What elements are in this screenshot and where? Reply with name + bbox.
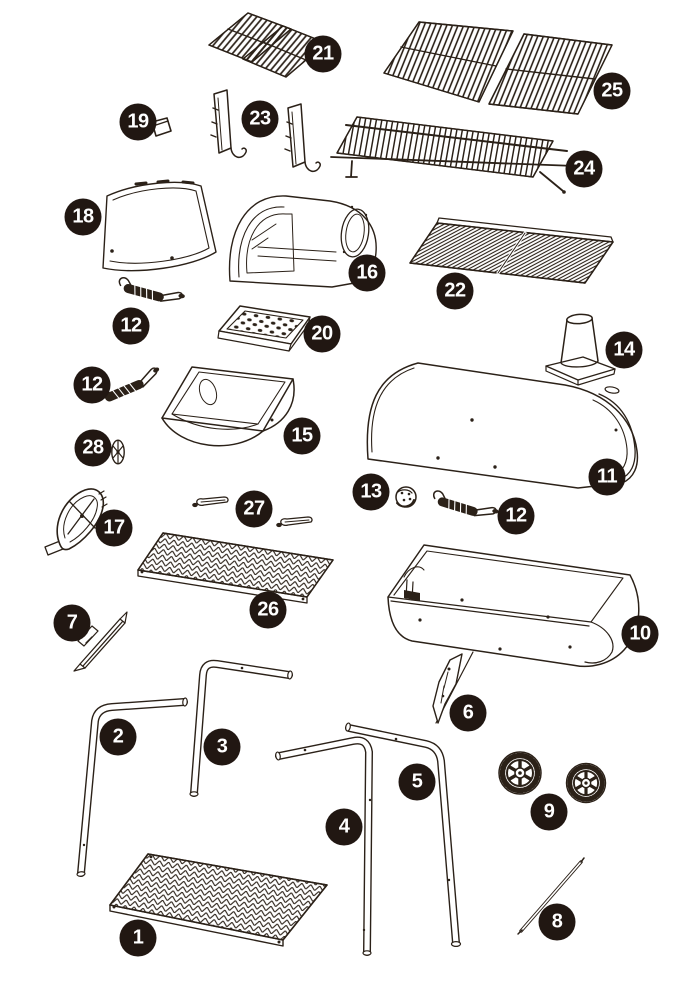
part-callout-12: 12 bbox=[497, 497, 535, 535]
part-callout-18: 18 bbox=[64, 198, 102, 236]
part-26-side-shelf bbox=[137, 532, 334, 604]
part-20-ash-tray bbox=[217, 305, 311, 352]
part-callout-17: 17 bbox=[95, 509, 133, 547]
part-callout-8: 8 bbox=[538, 903, 576, 941]
part-callout-27: 27 bbox=[235, 490, 273, 528]
part-2-leg bbox=[76, 697, 188, 877]
part-11-barrel-lid bbox=[366, 362, 639, 489]
part-callout-11: 11 bbox=[588, 458, 626, 496]
part-callout-12: 12 bbox=[112, 307, 150, 345]
part-callout-7: 7 bbox=[53, 604, 91, 642]
part-callout-10: 10 bbox=[621, 615, 659, 653]
part-callout-4: 4 bbox=[325, 808, 363, 846]
part-7-angle-bracket bbox=[73, 611, 128, 672]
part-callout-13: 13 bbox=[352, 473, 390, 511]
part-1-bottom-shelf bbox=[109, 853, 328, 947]
part-14-chimney bbox=[545, 313, 616, 386]
part-callout-3: 3 bbox=[203, 728, 241, 766]
part-callout-25: 25 bbox=[593, 72, 631, 110]
part-callout-16: 16 bbox=[348, 254, 386, 292]
part-18-firebox-lid bbox=[102, 179, 217, 272]
part-15-charcoal-pan bbox=[161, 366, 295, 447]
part-6-support-bracket bbox=[432, 651, 474, 724]
part-callout-5: 5 bbox=[398, 763, 436, 801]
part-3-leg bbox=[189, 659, 293, 797]
part-callout-20: 20 bbox=[303, 315, 341, 353]
part-12-spring-handle-c bbox=[431, 490, 500, 521]
part-callout-6: 6 bbox=[449, 694, 487, 732]
part-callout-19: 19 bbox=[119, 103, 157, 141]
part-12-spring-handle-a bbox=[117, 277, 186, 306]
part-17-side-damper bbox=[44, 488, 108, 556]
part-callout-15: 15 bbox=[283, 417, 321, 455]
part-4-leg bbox=[275, 736, 373, 956]
part-16-firebox-body bbox=[228, 195, 377, 288]
part-callout-2: 2 bbox=[99, 718, 137, 756]
part-10-barrel-body bbox=[387, 544, 640, 668]
part-callout-12: 12 bbox=[73, 366, 111, 404]
part-5-leg bbox=[345, 722, 462, 947]
part-19-clip bbox=[151, 117, 172, 137]
part-callout-22: 22 bbox=[436, 272, 474, 310]
part-callout-28: 28 bbox=[74, 429, 112, 467]
part-25-large-grate-pair bbox=[383, 21, 613, 115]
part-callout-14: 14 bbox=[605, 331, 643, 369]
part-24-warming-rack bbox=[330, 116, 577, 194]
part-callout-24: 24 bbox=[565, 150, 603, 188]
part-13-damper-disc bbox=[395, 486, 417, 508]
part-22-charcoal-grate bbox=[409, 217, 614, 284]
part-callout-23: 23 bbox=[241, 100, 279, 138]
part-callout-9: 9 bbox=[530, 793, 568, 831]
part-callout-21: 21 bbox=[304, 35, 342, 73]
part-28-damper-wheel bbox=[111, 439, 125, 465]
part-callout-26: 26 bbox=[249, 591, 287, 629]
part-8-axle-rod bbox=[517, 857, 585, 935]
part-callout-1: 1 bbox=[119, 919, 157, 957]
part-27-handle-pins bbox=[192, 496, 313, 528]
